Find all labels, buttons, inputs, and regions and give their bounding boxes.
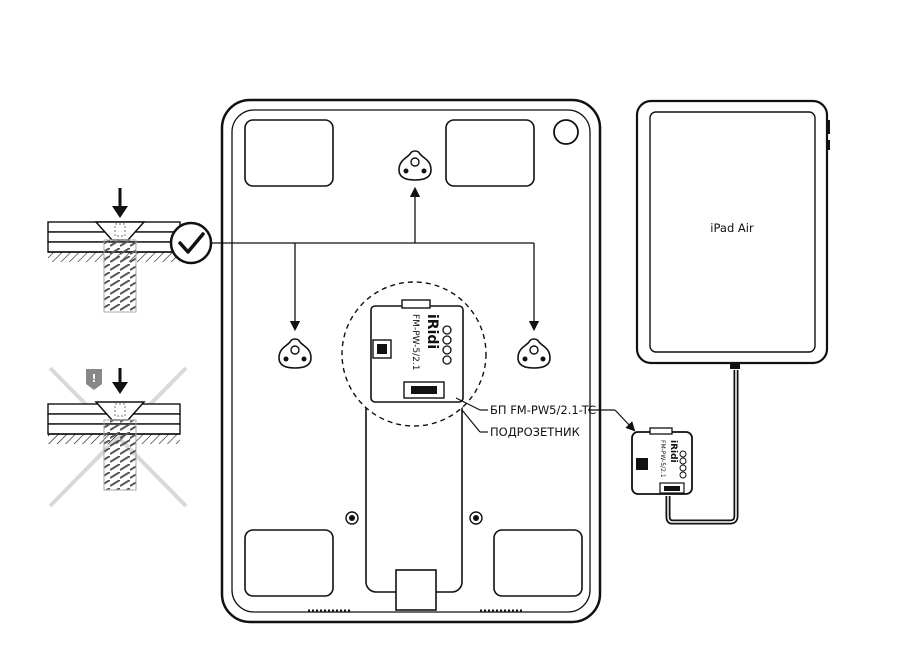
- ipad-label: iPad Air: [710, 221, 754, 235]
- down-arrow-icon: [112, 188, 128, 218]
- mount-pad-bottom-left: [244, 529, 334, 597]
- screw-correct-detail: [47, 188, 213, 313]
- callout-power-supply: БП FM-PW5/2.1-TC: [455, 397, 636, 432]
- power-supply-label: БП FM-PW5/2.1-TC: [490, 403, 596, 417]
- wall-mount-plate: iRidi FM-PW-5/2.1: [211, 98, 602, 624]
- ipad-device: iPad Air: [635, 99, 830, 369]
- connector-lines: [211, 186, 540, 332]
- keyhole-slot-right: [517, 338, 551, 369]
- warning-marker: !: [86, 369, 102, 390]
- backbox-label: ПОДРОЗЕТНИК: [490, 425, 580, 439]
- check-circle-icon: [169, 221, 213, 265]
- mount-pad-bottom-right: [493, 529, 583, 597]
- mount-pad-top-right: [445, 119, 535, 187]
- screw-hole: [469, 511, 483, 525]
- mount-hole: [553, 119, 579, 145]
- power-supply-module: iRidi FM-PW-5/2.1: [631, 427, 693, 495]
- callout-backbox: ПОДРОЗЕТНИК: [461, 409, 580, 439]
- module-model-label: FM-PW-5/2.1: [410, 314, 420, 370]
- mount-pad-top-left: [244, 119, 334, 187]
- keyhole-slot-left: [278, 338, 312, 369]
- screw-hole: [345, 511, 359, 525]
- power-module: iRidi FM-PW-5/2.1: [370, 299, 464, 403]
- down-arrow-icon: [112, 368, 128, 394]
- warning-mark: !: [91, 372, 96, 385]
- screw-wrong-detail: !: [47, 366, 188, 508]
- module-brand-label: iRidi: [424, 314, 440, 349]
- keyhole-slot-top: [398, 150, 432, 181]
- small-module-model: FM-PW-5/2.1: [659, 440, 666, 478]
- small-module-brand: iRidi: [668, 440, 678, 463]
